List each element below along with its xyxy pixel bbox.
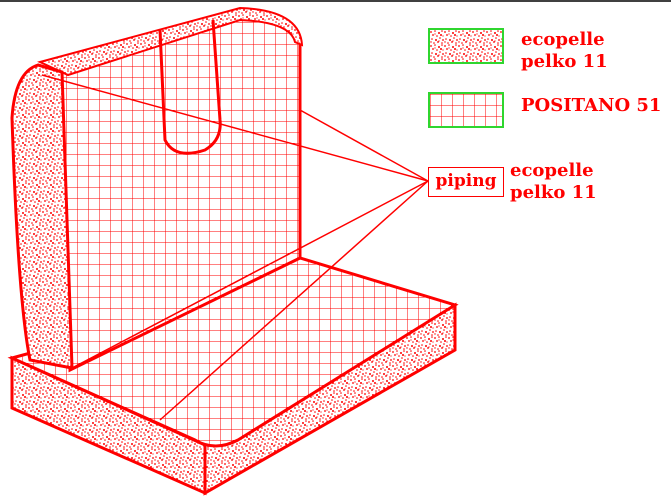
legend-label-stipple-line2: pelko 11 bbox=[521, 51, 608, 72]
legend-swatch-stipple bbox=[428, 28, 504, 64]
piping-tag: piping bbox=[428, 167, 504, 197]
piping-leader-lines bbox=[41, 74, 429, 421]
backrest-slot bbox=[158, 19, 222, 155]
legend-label-stipple-line1: ecopelle bbox=[521, 29, 605, 50]
backrest-top-strip bbox=[37, 6, 304, 77]
seat-top bbox=[7, 256, 459, 448]
legend-swatch-grid bbox=[428, 92, 504, 128]
piping-label-line1: ecopelle bbox=[510, 160, 594, 181]
left-armrest bbox=[10, 63, 74, 370]
piping-label-line2: pelko 11 bbox=[510, 182, 597, 203]
legend-label-grid: POSITANO 51 bbox=[521, 95, 662, 116]
